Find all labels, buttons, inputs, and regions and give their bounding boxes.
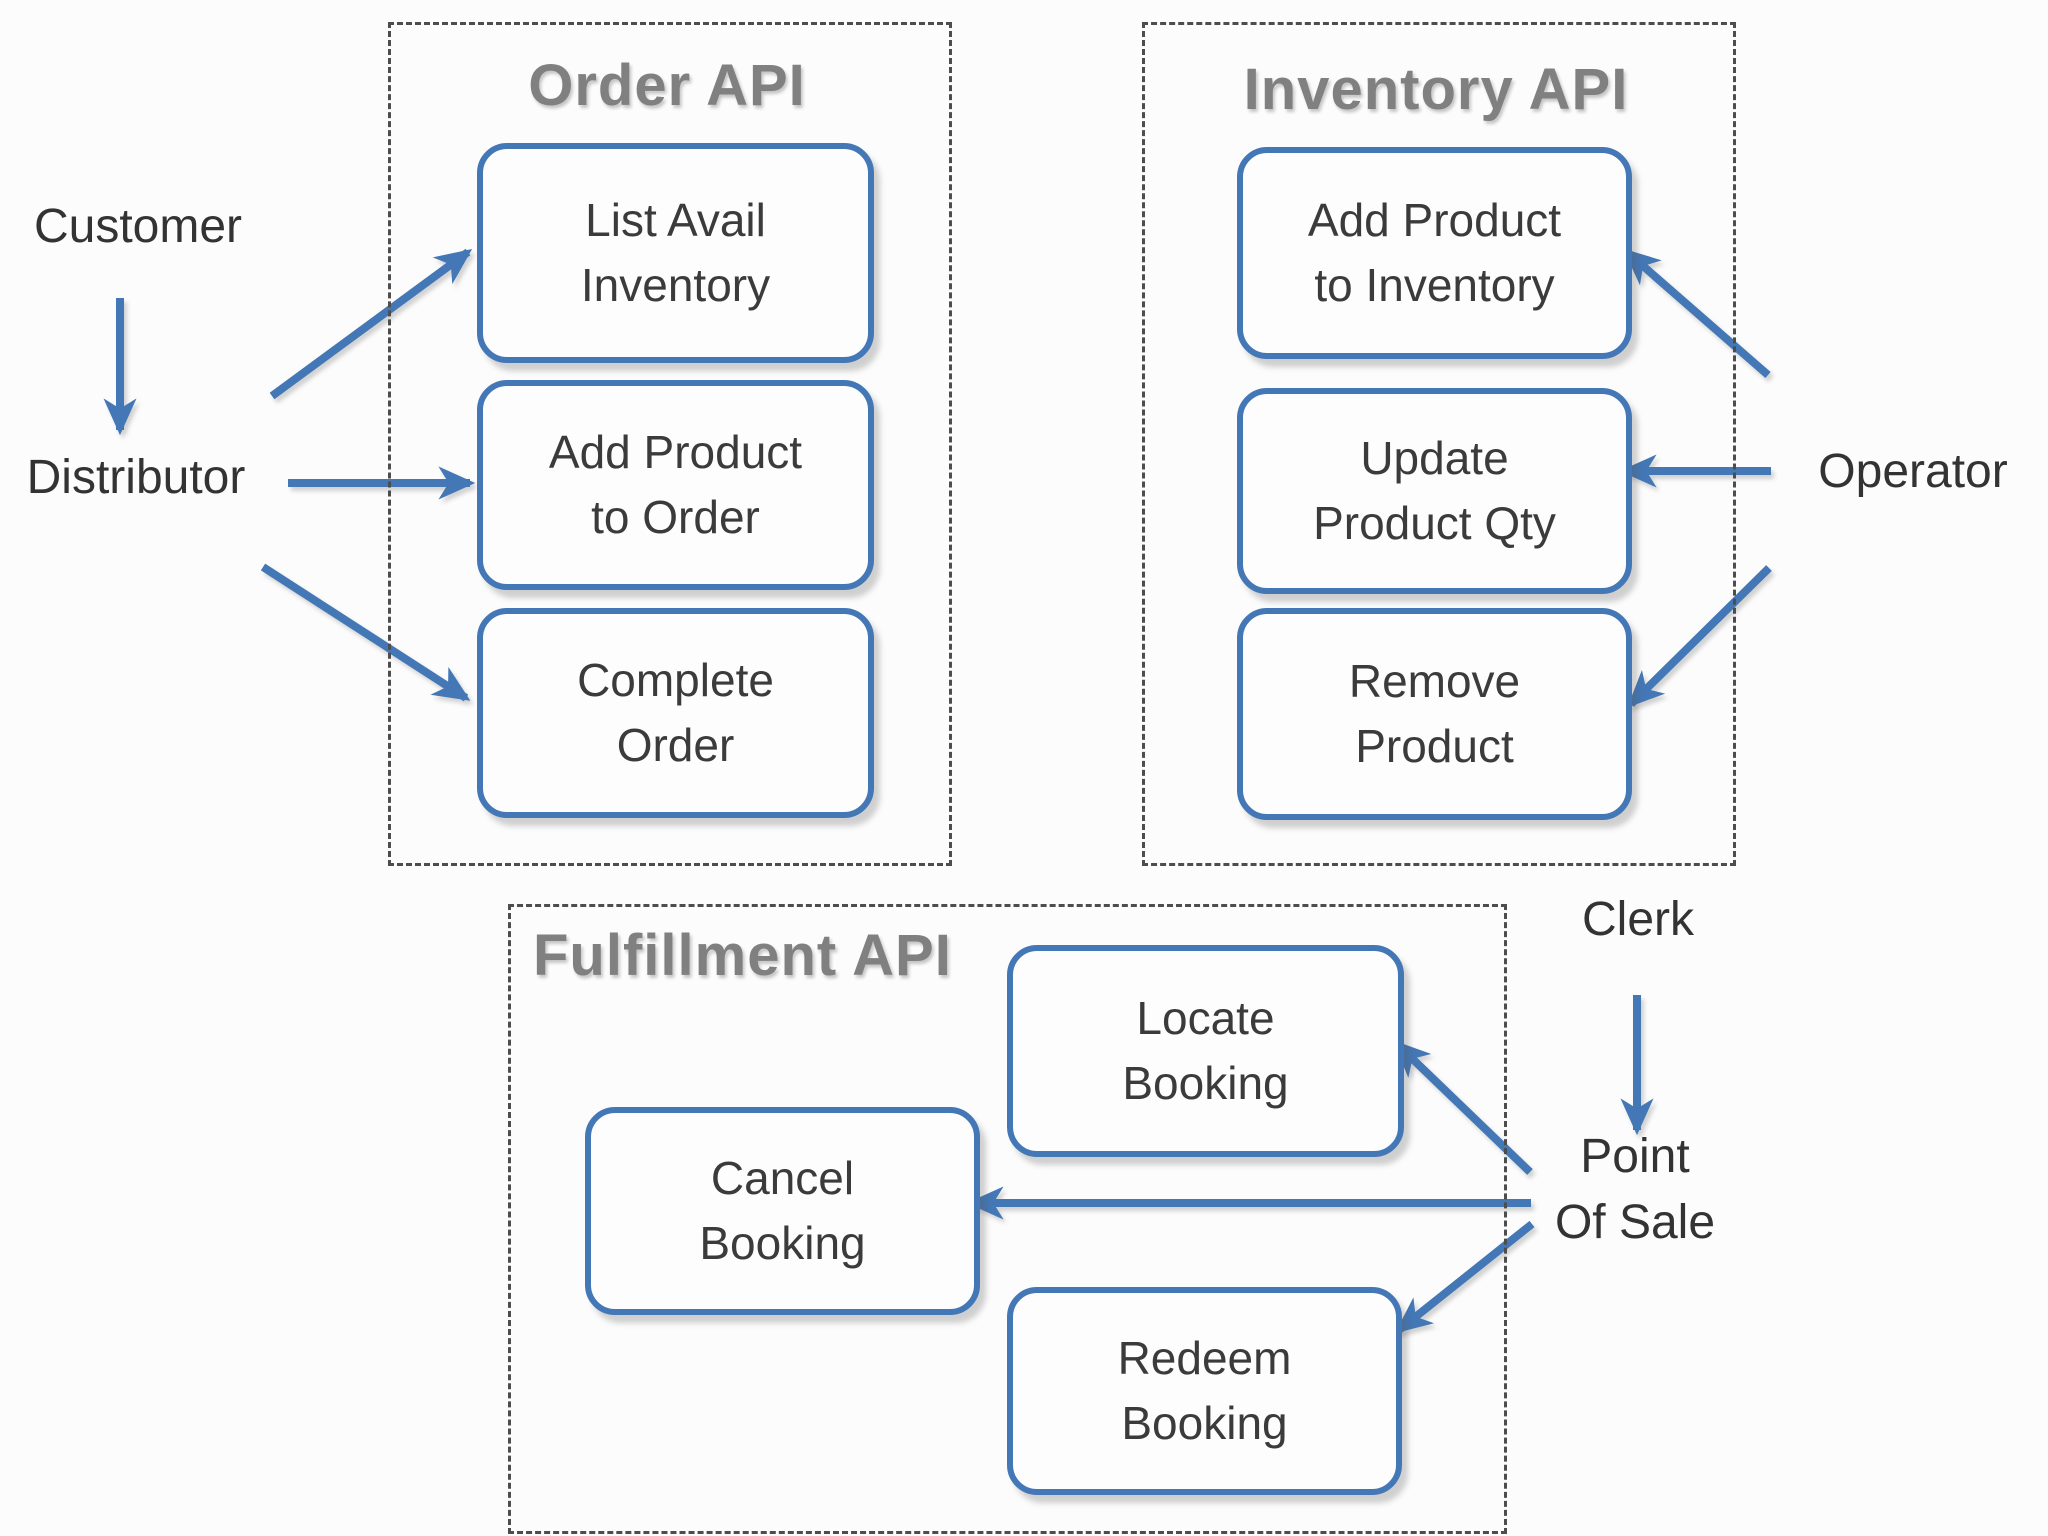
node-remove-product: Remove Product xyxy=(1237,608,1632,820)
node-label-complete-order: Complete Order xyxy=(577,653,774,771)
edge-point-of-sale-locate-booking xyxy=(1393,1040,1533,1175)
group-title-inventory-api: Inventory API xyxy=(1243,57,1629,122)
group-order-api xyxy=(388,22,952,866)
node-locate-booking: Locate Booking xyxy=(1007,945,1404,1157)
node-label-list-avail-inventory: List Avail Inventory xyxy=(580,193,771,311)
node-complete-order: Complete Order xyxy=(477,608,874,818)
edge-distributor-list-avail-inventory xyxy=(269,248,473,400)
edge-distributor-complete-order xyxy=(260,563,471,702)
actor-operator: Operator xyxy=(1818,444,2008,498)
node-add-product-to-order: Add Product to Order xyxy=(477,380,874,590)
node-list-avail-inventory: List Avail Inventory xyxy=(477,143,874,363)
node-update-product-qty: Update Product Qty xyxy=(1237,388,1632,594)
node-label-locate-booking: Locate Booking xyxy=(1122,991,1289,1109)
node-label-remove-product: Remove Product xyxy=(1348,654,1521,772)
node-cancel-booking: Cancel Booking xyxy=(585,1107,980,1315)
group-title-order-api: Order API xyxy=(528,53,806,118)
group-title-fulfillment-api: Fulfillment API xyxy=(533,923,952,988)
node-redeem-booking: Redeem Booking xyxy=(1007,1287,1402,1495)
group-fulfillment-api xyxy=(508,904,1507,1534)
node-add-product-to-inventory: Add Product to Inventory xyxy=(1237,147,1632,359)
node-label-add-product-to-inventory: Add Product to Inventory xyxy=(1307,193,1562,311)
group-inventory-api xyxy=(1142,22,1736,866)
node-label-cancel-booking: Cancel Booking xyxy=(699,1151,866,1269)
node-label-redeem-booking: Redeem Booking xyxy=(1117,1331,1292,1449)
actor-clerk: Clerk xyxy=(1581,892,1695,946)
actor-distributor: Distributor xyxy=(26,450,246,504)
edge-operator-remove-product xyxy=(1627,565,1772,708)
node-label-update-product-qty: Update Product Qty xyxy=(1313,431,1556,549)
actor-customer: Customer xyxy=(33,199,243,253)
node-label-add-product-to-order: Add Product to Order xyxy=(548,425,803,543)
edge-point-of-sale-redeem-booking xyxy=(1394,1220,1535,1334)
edge-operator-add-product-to-inventory xyxy=(1623,248,1771,379)
actor-point-of-sale: Point Of Sale xyxy=(1554,1129,1716,1249)
